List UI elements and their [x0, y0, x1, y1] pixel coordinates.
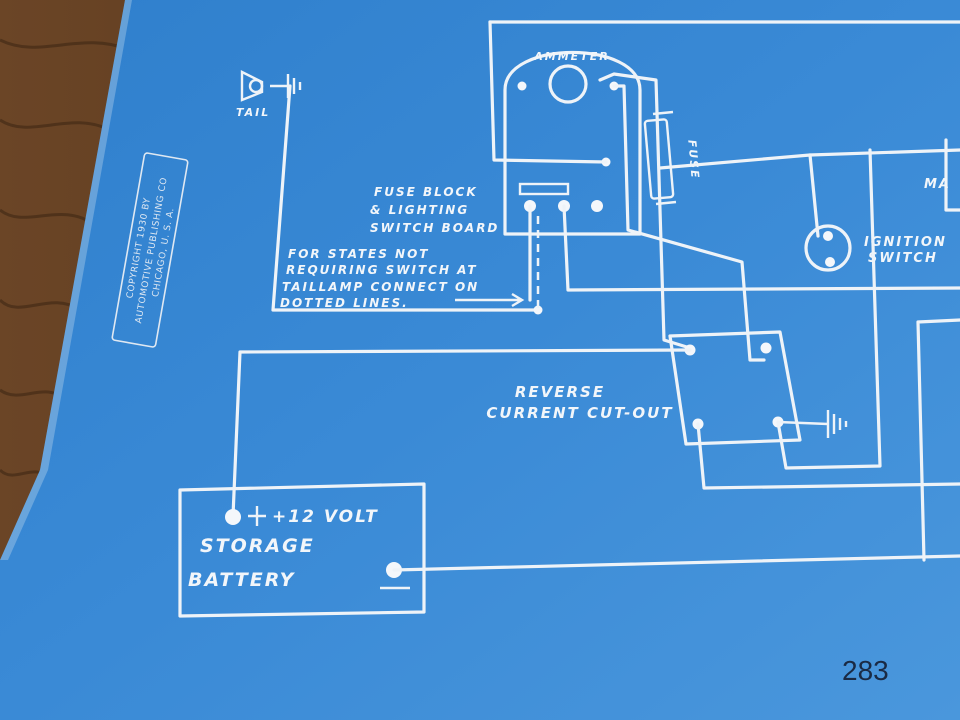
- note-line1: FOR STATES NOT: [288, 247, 429, 261]
- battery-positive-terminal: [225, 509, 241, 525]
- wire-top-drop: [488, 20, 608, 164]
- ground-icon: [777, 410, 848, 438]
- tail-label: TAIL: [236, 106, 270, 119]
- wire-battery-negative: [392, 554, 960, 572]
- ammeter-panel: [503, 50, 642, 236]
- note-arrow: [455, 292, 525, 308]
- main-switch-box: [944, 138, 960, 212]
- wire-cutout-bottom: [696, 422, 960, 490]
- ignition-label-line1: IGNITION: [864, 235, 947, 250]
- note-line4: DOTTED LINES.: [280, 296, 409, 310]
- reverse-label-line2: CURRENT CUT-OUT: [486, 404, 673, 422]
- ignition-terminal-bottom: [825, 257, 835, 267]
- battery-label-line3: BATTERY: [188, 569, 296, 591]
- battery-label-line2: STORAGE: [200, 535, 315, 557]
- cutout-box: [668, 330, 802, 446]
- ignition-label-line2: SWITCH: [868, 251, 938, 266]
- sheet-edge: [0, 0, 132, 560]
- ammeter-terminal-left: [517, 81, 527, 91]
- cutout-terminal-tr: [760, 342, 772, 354]
- fuse-terminal-3: [591, 200, 603, 212]
- wire-ammeter-cutout: [598, 72, 692, 350]
- wire-main-drop: [808, 153, 820, 238]
- wire-battery-positive: [231, 348, 692, 518]
- page-number: 283: [842, 655, 889, 686]
- ammeter-label: AMMETER: [533, 50, 609, 63]
- wood-grain: [0, 38, 131, 482]
- ignition-switch: [804, 224, 852, 272]
- fuse-block-label-line1: FUSE BLOCK: [374, 185, 478, 199]
- tail-wire: [271, 84, 540, 312]
- tail-lamp-icon: [240, 70, 302, 102]
- main-label: MA: [924, 177, 951, 192]
- fuse-block-label-line2: & LIGHTING: [370, 203, 469, 217]
- fuse-label: FUSE: [685, 139, 701, 180]
- reverse-label-line1: REVERSE: [515, 383, 605, 401]
- tail-junction: [533, 305, 543, 315]
- right-box-edge: [916, 318, 960, 562]
- fuse-block-label-line3: SWITCH BOARD: [370, 221, 499, 235]
- ignition-terminal-top: [823, 231, 833, 241]
- wire-fuse-2: [562, 204, 960, 292]
- note-line2: REQUIRING SWITCH AT: [286, 263, 478, 277]
- note-line3: TAILLAMP CONNECT ON: [282, 280, 479, 294]
- ammeter-gauge: [548, 64, 588, 104]
- battery-plus-sign: [248, 506, 266, 526]
- battery-box: [178, 482, 426, 618]
- battery-label-line1: +12 VOLT: [272, 507, 379, 527]
- fuse-block-strip: [518, 182, 570, 196]
- wire-cutout-right: [776, 148, 882, 470]
- wire-ammeter-right: [612, 84, 766, 362]
